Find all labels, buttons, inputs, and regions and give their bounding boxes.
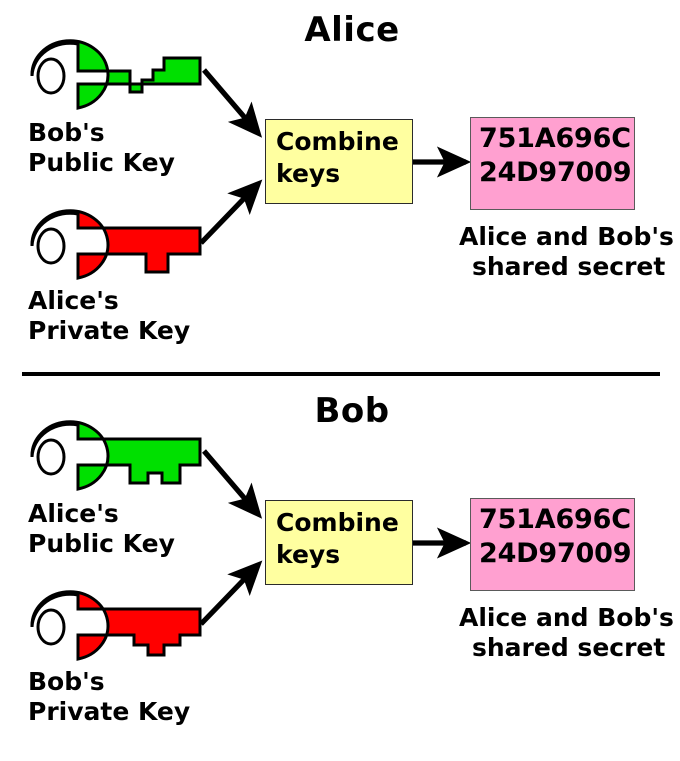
shared-secret-caption: Alice and Bob's shared secret bbox=[459, 603, 674, 663]
shared-secret-line1: 751A696C bbox=[479, 123, 631, 154]
combine-keys-line2: keys bbox=[276, 159, 341, 188]
shared-secret-caption: Alice and Bob's shared secret bbox=[459, 222, 674, 282]
key-label-line2: Private Key bbox=[28, 316, 191, 345]
shared-secret-caption-line2: shared secret bbox=[472, 252, 666, 281]
shared-secret-line1: 751A696C bbox=[479, 504, 631, 535]
panel-divider bbox=[22, 372, 660, 376]
key-label-alices-public-key: Alice's Public Key bbox=[28, 499, 175, 559]
key-label-line2: Private Key bbox=[28, 697, 191, 726]
green-key-icon bbox=[22, 36, 212, 118]
key-label-line1: Alice's bbox=[28, 499, 119, 528]
combine-keys-line1: Combine bbox=[276, 508, 399, 537]
red-key-icon bbox=[22, 206, 212, 288]
panel-title-bob: Bob bbox=[314, 391, 390, 431]
green-key-icon bbox=[22, 417, 212, 499]
combine-keys-box[interactable]: Combine keys bbox=[265, 119, 413, 204]
shared-secret-line2: 24D97009 bbox=[479, 538, 632, 569]
shared-secret-caption-line1: Alice and Bob's bbox=[459, 603, 674, 632]
shared-secret-box: 751A696C 24D97009 bbox=[470, 117, 635, 210]
key-label-line1: Alice's bbox=[28, 286, 119, 315]
key-label-bobs-public-key: Bob's Public Key bbox=[28, 118, 175, 178]
key-label-bobs-private-key: Bob's Private Key bbox=[28, 667, 190, 727]
combine-keys-line1: Combine bbox=[276, 127, 399, 156]
combine-keys-line2: keys bbox=[276, 540, 341, 569]
red-key-icon bbox=[22, 587, 212, 669]
shared-secret-box: 751A696C 24D97009 bbox=[470, 498, 635, 591]
key-label-line2: Public Key bbox=[28, 529, 175, 558]
combine-keys-box[interactable]: Combine keys bbox=[265, 500, 413, 585]
panel-alice: Alice bbox=[0, 0, 680, 373]
key-label-line1: Bob's bbox=[28, 667, 105, 696]
combine-keys-text: Combine keys bbox=[276, 507, 399, 571]
combine-keys-text: Combine keys bbox=[276, 126, 399, 190]
key-label-alices-private-key: Alice's Private Key bbox=[28, 286, 190, 346]
key-label-line1: Bob's bbox=[28, 118, 105, 147]
shared-secret-text: 751A696C 24D97009 bbox=[479, 503, 632, 571]
shared-secret-line2: 24D97009 bbox=[479, 157, 632, 188]
shared-secret-caption-line1: Alice and Bob's bbox=[459, 222, 674, 251]
shared-secret-caption-line2: shared secret bbox=[472, 633, 666, 662]
panel-title-alice: Alice bbox=[304, 10, 400, 50]
panel-bob: Bob Alic bbox=[0, 381, 680, 754]
key-label-line2: Public Key bbox=[28, 148, 175, 177]
shared-secret-text: 751A696C 24D97009 bbox=[479, 122, 632, 190]
arrow-public-to-combine bbox=[202, 68, 263, 138]
arrow-public-to-combine bbox=[202, 449, 263, 519]
